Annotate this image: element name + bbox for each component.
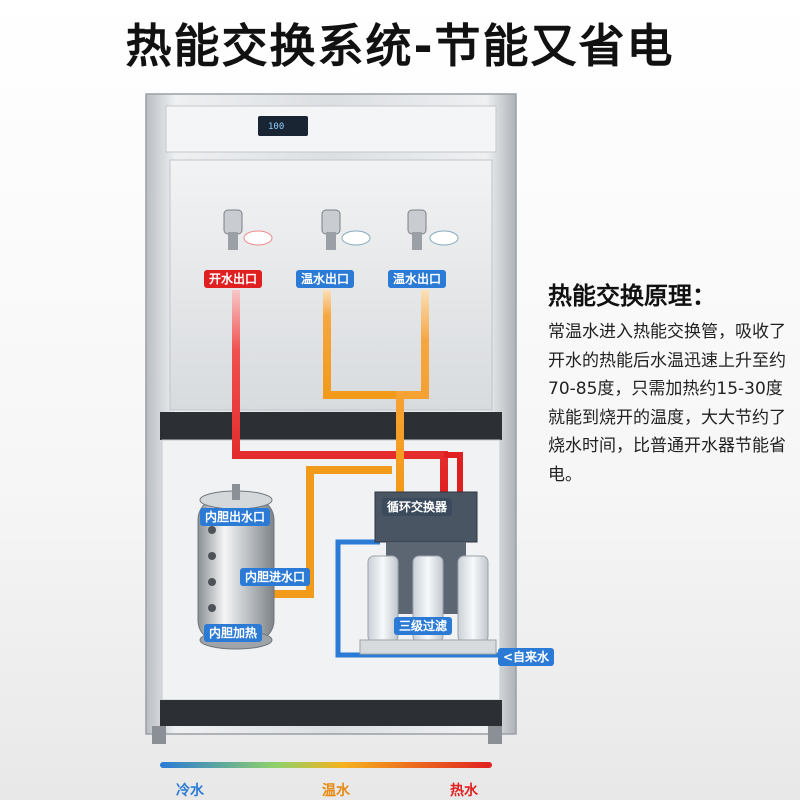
principle-title: 热能交换原理：	[548, 282, 716, 310]
exchanger-tag: 循环交换器	[382, 498, 453, 516]
display-panel	[258, 116, 308, 136]
temperature-display: 100	[268, 122, 285, 132]
tap-water-tag: <自来水	[498, 648, 555, 666]
foot-left	[152, 726, 166, 744]
legend-hot: 热水	[450, 783, 478, 799]
tank-heating-tag: 内胆加热	[204, 624, 263, 642]
outlet-boiling-tag: 开水出口	[204, 270, 263, 288]
pipe-warm-left	[323, 290, 400, 399]
outlet-warm-right-tag: 温水出口	[388, 270, 447, 288]
principle-body: 常温水进入热能交换管，吸收了开水的热能后水温迅速上升至约70-85度，只需加热约…	[548, 322, 786, 485]
foot-right	[488, 726, 502, 744]
tank-outlet-tag: 内胆出水口	[200, 508, 271, 526]
tap-warm-right	[407, 209, 459, 250]
base-band	[160, 700, 502, 726]
filter-cartridges	[359, 555, 497, 655]
tank-inlet-tag: 内胆进水口	[240, 568, 311, 586]
headline: 热能交换系统-节能又省电	[125, 19, 675, 73]
pipe-warm-to-tank	[274, 466, 392, 598]
outlet-warm-left-tag: 温水出口	[296, 270, 355, 288]
tap-boiling	[223, 209, 273, 250]
legend-cold: 冷水	[176, 783, 204, 799]
top-panel	[165, 105, 497, 153]
tap-warm-left	[321, 209, 371, 250]
pipe-hot-return	[444, 452, 463, 492]
pipe-cold-inlet	[335, 539, 480, 658]
pipe-boiling	[232, 290, 448, 492]
temperature-legend-bar	[160, 762, 492, 768]
pipe-warm-right	[396, 290, 429, 492]
filter-tag: 三级过滤	[394, 617, 453, 635]
shelf-band	[160, 412, 502, 440]
legend-warm: 温水	[322, 783, 350, 799]
